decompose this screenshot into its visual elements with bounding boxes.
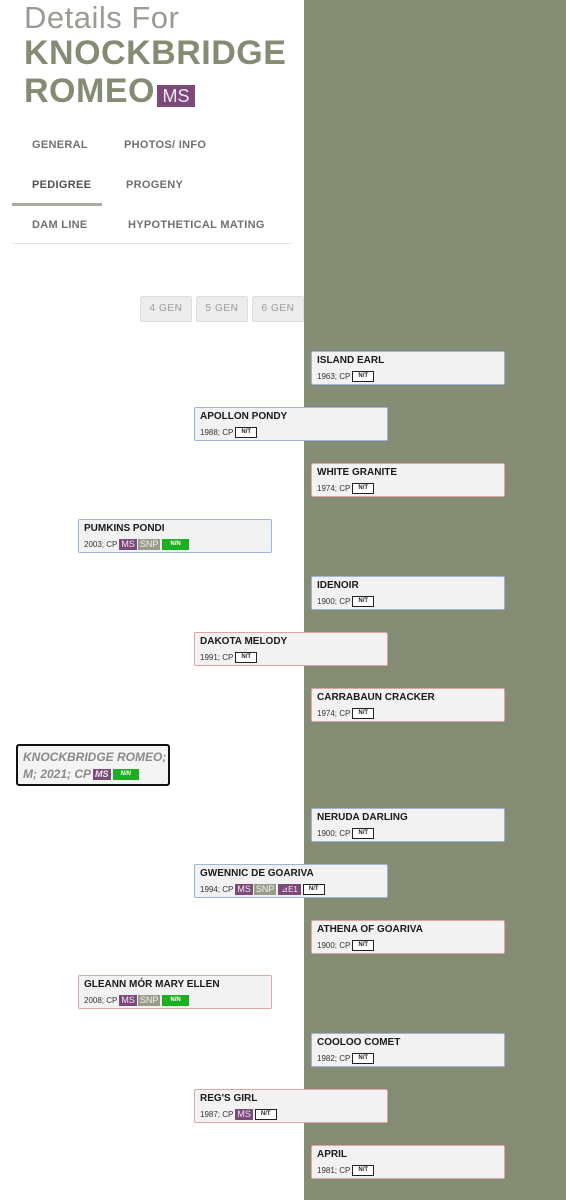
- horse-name: GWENNIC DE GOARIVA: [200, 868, 314, 879]
- horse-info: 1900; CP: [317, 597, 351, 606]
- page-title-line1: KNOCKBRIDGE: [24, 34, 287, 72]
- horse-details: 1900; CP N/T: [317, 828, 375, 839]
- pedigree-card-great-grandparent[interactable]: ISLAND EARL 1963; CP N/T: [311, 351, 505, 385]
- horse-details: 2008; CP MS SNP N/N: [84, 995, 189, 1006]
- horse-info: 1991; CP: [200, 653, 234, 662]
- pedigree-card-grandparent[interactable]: REG'S GIRL 1987; CP MS N/T: [194, 1089, 388, 1123]
- ms-badge: MS: [157, 85, 195, 107]
- genotype-badge: N/N: [162, 539, 189, 550]
- horse-name: ATHENA OF GOARIVA: [317, 924, 423, 935]
- horse-info: 1981; CP: [317, 1166, 351, 1175]
- horse-name: WHITE GRANITE: [317, 467, 397, 478]
- genotype-badge: N/T: [235, 652, 258, 663]
- horse-name: DAKOTA MELODY: [200, 636, 288, 647]
- pedigree-card-sire[interactable]: PUMKINS PONDI 2003; CP MS SNP N/N: [78, 519, 272, 553]
- horse-info: 1900; CP: [317, 941, 351, 950]
- horse-info: 1974; CP: [317, 484, 351, 493]
- page-title-prefix: Details For: [24, 0, 180, 35]
- horse-details: 1991; CP N/T: [200, 652, 258, 663]
- pedigree-card-grandparent[interactable]: DAKOTA MELODY 1991; CP N/T: [194, 632, 388, 666]
- subject-details: M; 2021; CP MS N/N: [23, 767, 139, 781]
- pedigree-card-grandparent[interactable]: APOLLON PONDY 1988; CP N/T: [194, 407, 388, 441]
- horse-name: CARRABAUN CRACKER: [317, 692, 435, 703]
- ms-badge: MS: [93, 768, 111, 780]
- genotype-badge: N/T: [352, 1053, 375, 1064]
- page-title-line2: ROMEO: [24, 72, 155, 110]
- horse-info: 2003; CP: [84, 540, 118, 549]
- horse-details: 1900; CP N/T: [317, 940, 375, 951]
- horse-details: 1963; CP N/T: [317, 371, 375, 382]
- divider: [12, 243, 292, 244]
- horse-info: 1982; CP: [317, 1054, 351, 1063]
- horse-details: 1994; CP MS SNP ⊿E1 N/T: [200, 884, 325, 895]
- horse-name: NERUDA DARLING: [317, 812, 408, 823]
- horse-details: 1987; CP MS N/T: [200, 1109, 277, 1120]
- horse-name: APRIL: [317, 1149, 347, 1160]
- pedigree-card-great-grandparent[interactable]: CARRABAUN CRACKER 1974; CP N/T: [311, 688, 505, 722]
- horse-info: 1994; CP: [200, 885, 234, 894]
- genotype-badge: N/T: [352, 371, 375, 382]
- genotype-badge: N/T: [352, 1165, 375, 1176]
- genotype-badge: N/T: [352, 596, 375, 607]
- ms-badge: MS: [235, 884, 253, 895]
- genotype-badge: N/T: [352, 708, 375, 719]
- pedigree-card-great-grandparent[interactable]: NERUDA DARLING 1900; CP N/T: [311, 808, 505, 842]
- horse-name: IDENOIR: [317, 580, 359, 591]
- horse-info: 2008; CP: [84, 996, 118, 1005]
- horse-info: 1963; CP: [317, 372, 351, 381]
- ms-badge: MS: [119, 539, 137, 550]
- genotype-badge: N/T: [235, 427, 258, 438]
- subject-card[interactable]: KNOCKBRIDGE ROMEO; M; 2021; CP MS N/N: [16, 744, 170, 786]
- horse-details: 1982; CP N/T: [317, 1053, 375, 1064]
- snp-badge: SNP: [137, 995, 161, 1006]
- horse-name: COOLOO COMET: [317, 1037, 401, 1048]
- horse-details: 2003; CP MS SNP N/N: [84, 539, 189, 550]
- horse-info: 1974; CP: [317, 709, 351, 718]
- horse-details: 1900; CP N/T: [317, 596, 375, 607]
- genotype-badge: N/T: [254, 1109, 277, 1120]
- horse-details: 1974; CP N/T: [317, 708, 375, 719]
- ms-badge: MS: [119, 995, 137, 1006]
- genotype-badge: N/T: [302, 884, 325, 895]
- horse-name: GLEANN MÓR MARY ELLEN: [84, 979, 220, 990]
- tab-pedigree[interactable]: PEDIGREE: [32, 179, 92, 191]
- horse-name: ISLAND EARL: [317, 355, 385, 366]
- pedigree-card-grandparent[interactable]: GWENNIC DE GOARIVA 1994; CP MS SNP ⊿E1 N…: [194, 864, 388, 898]
- ms-badge: MS: [235, 1109, 253, 1120]
- tab-dam-line[interactable]: DAM LINE: [32, 219, 88, 231]
- horse-info: 1987; CP: [200, 1110, 234, 1119]
- tab-hypothetical-mating[interactable]: HYPOTHETICAL MATING: [128, 219, 265, 231]
- pedigree-card-dam[interactable]: GLEANN MÓR MARY ELLEN 2008; CP MS SNP N/…: [78, 975, 272, 1009]
- horse-info: 1988; CP: [200, 428, 234, 437]
- snp-badge: SNP: [253, 884, 277, 895]
- horse-details: 1981; CP N/T: [317, 1165, 375, 1176]
- horse-details: 1988; CP N/T: [200, 427, 258, 438]
- horse-details: 1974; CP N/T: [317, 483, 375, 494]
- tab-general[interactable]: GENERAL: [32, 139, 88, 151]
- horse-name: APOLLON PONDY: [200, 411, 288, 422]
- tab-progeny[interactable]: PROGENY: [126, 179, 184, 191]
- horse-name: REG'S GIRL: [200, 1093, 258, 1104]
- horse-info: 1900; CP: [317, 829, 351, 838]
- genotype-badge: N/N: [162, 995, 189, 1006]
- active-tab-indicator: [12, 203, 102, 206]
- subject-name: KNOCKBRIDGE ROMEO;: [23, 750, 167, 764]
- genotype-badge: N/N: [112, 768, 139, 780]
- tab-photos-info[interactable]: PHOTOS/ INFO: [124, 139, 207, 151]
- pedigree-card-great-grandparent[interactable]: APRIL 1981; CP N/T: [311, 1145, 505, 1179]
- pedigree-card-great-grandparent[interactable]: IDENOIR 1900; CP N/T: [311, 576, 505, 610]
- extension-badge: ⊿E1: [278, 884, 301, 895]
- horse-name: PUMKINS PONDI: [84, 523, 165, 534]
- genotype-badge: N/T: [352, 828, 375, 839]
- snp-badge: SNP: [137, 539, 161, 550]
- genotype-badge: N/T: [352, 483, 375, 494]
- pedigree-card-great-grandparent[interactable]: WHITE GRANITE 1974; CP N/T: [311, 463, 505, 497]
- genotype-badge: N/T: [352, 940, 375, 951]
- gen-4-button[interactable]: 4 GEN: [140, 296, 192, 322]
- gen-5-button[interactable]: 5 GEN: [196, 296, 248, 322]
- pedigree-card-great-grandparent[interactable]: ATHENA OF GOARIVA 1900; CP N/T: [311, 920, 505, 954]
- pedigree-card-great-grandparent[interactable]: COOLOO COMET 1982; CP N/T: [311, 1033, 505, 1067]
- subject-info: M; 2021; CP: [23, 767, 92, 781]
- gen-6-button[interactable]: 6 GEN: [252, 296, 304, 322]
